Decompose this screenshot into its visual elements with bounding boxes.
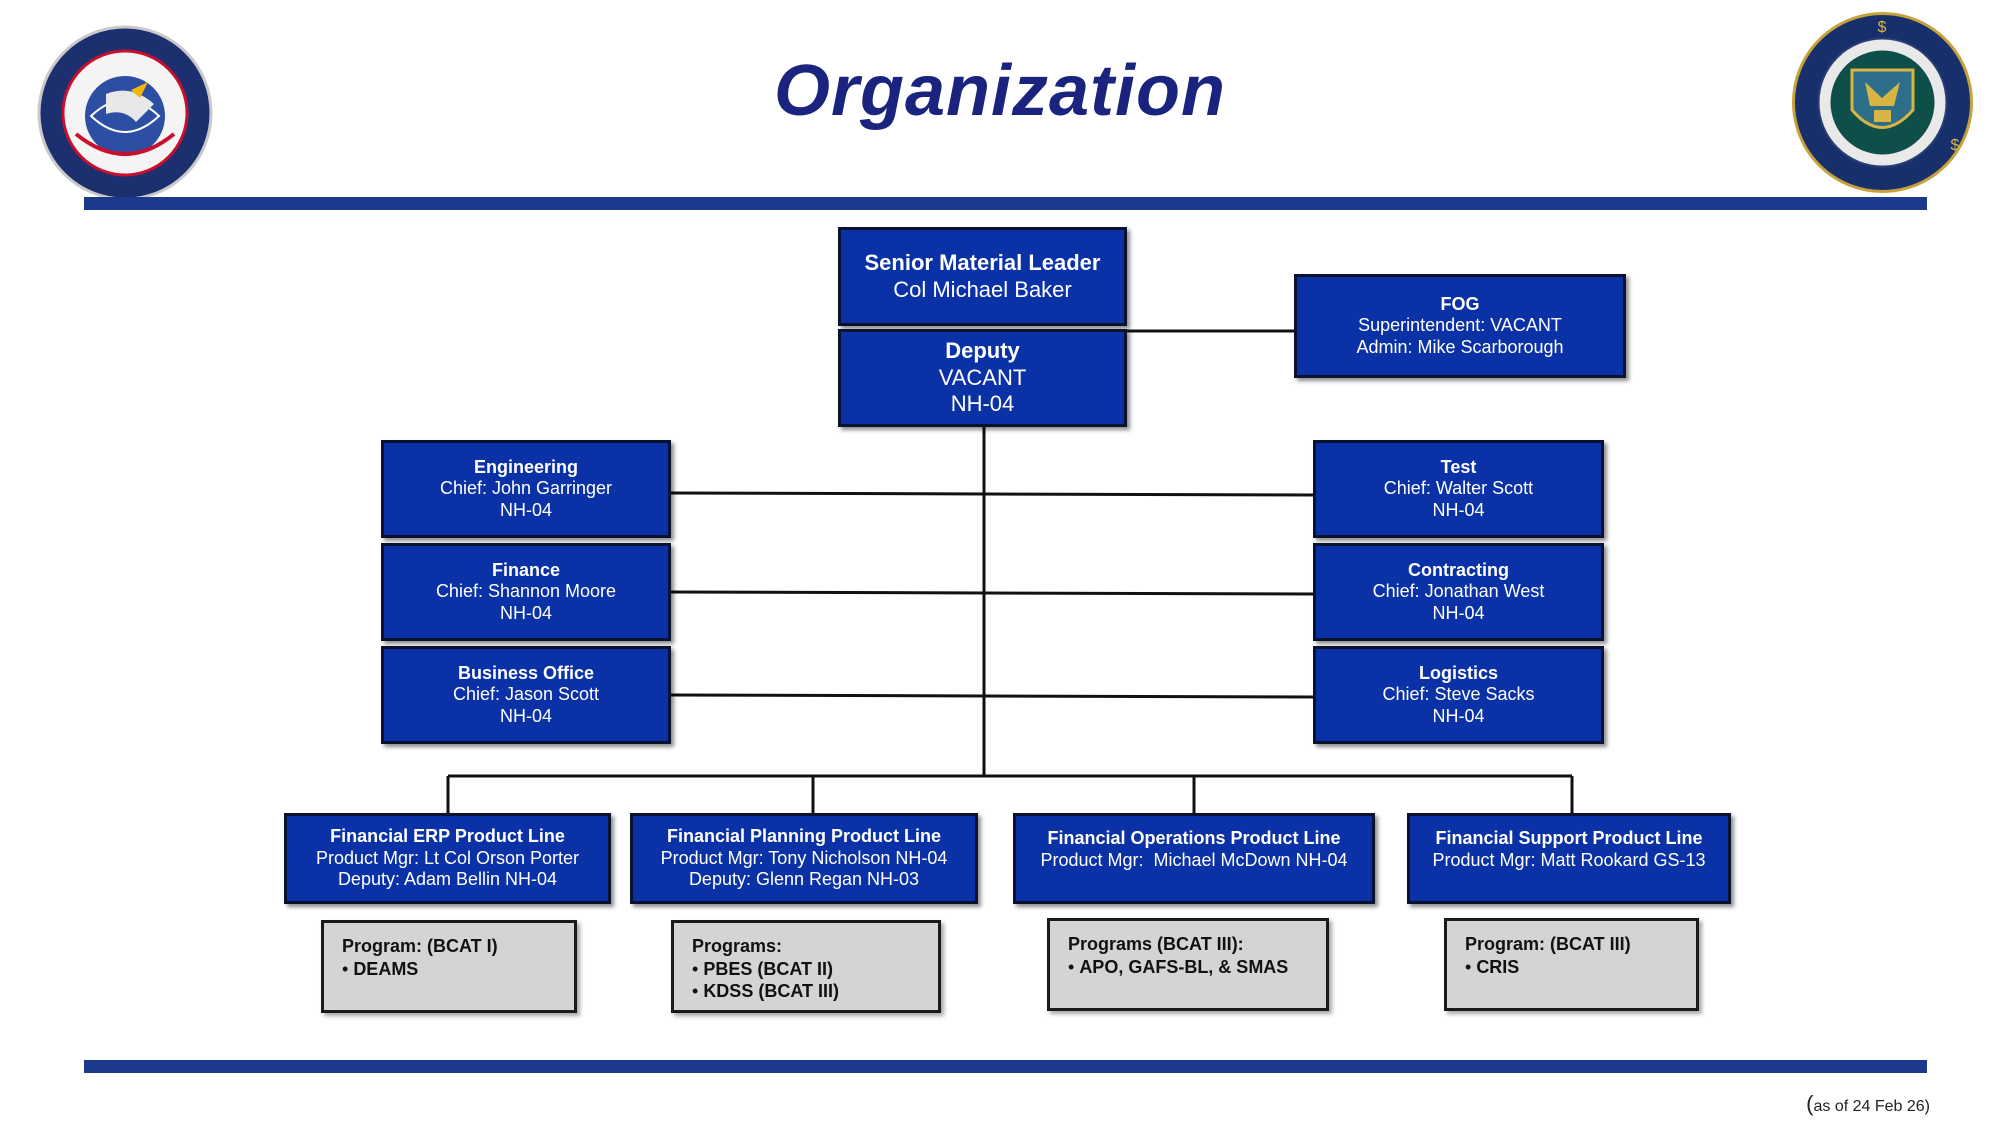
financial-planning-product-line-box: Financial Planning Product Line Product … [630, 813, 978, 904]
product-line-title: Financial Planning Product Line [666, 826, 942, 847]
page-title: Organization [773, 51, 1226, 131]
office-chief: Chief: Steve Sacks [1382, 684, 1535, 705]
logistics-box: Logistics Chief: Steve Sacks NH-04 [1313, 646, 1604, 744]
program-heading: Program: (BCAT III) [1465, 934, 1631, 954]
product-line-manager: Product Mgr: Michael McDown NH-04 [1040, 849, 1348, 870]
office-title: Logistics [1418, 662, 1498, 683]
footer-rule [84, 1060, 1927, 1073]
business-office-box: Business Office Chief: Jason Scott NH-04 [381, 646, 671, 744]
svg-text:$: $ [1878, 19, 1887, 36]
engineering-box: Engineering Chief: John Garringer NH-04 [381, 440, 671, 538]
office-title: Contracting [1408, 559, 1509, 580]
office-title: Engineering [473, 456, 578, 477]
afclmc-seal-icon [36, 24, 214, 202]
row2-connector [670, 590, 1317, 596]
planning-programs-box: Programs: PBES (BCAT II) KDSS (BCAT III) [671, 920, 941, 1013]
office-chief: Chief: Jason Scott [452, 684, 600, 705]
office-chief: Chief: John Garringer [439, 478, 613, 499]
program-item: DEAMS [342, 958, 556, 981]
office-chief: Chief: Shannon Moore [435, 581, 617, 602]
office-title: Finance [491, 559, 561, 580]
product-line-deputy: Deputy: Adam Bellin NH-04 [337, 869, 558, 890]
product-line-manager: Product Mgr: Tony Nicholson NH-04 [660, 847, 948, 868]
header-rule [84, 197, 1927, 210]
fog-admin: Admin: Mike Scarborough [1356, 336, 1564, 357]
as-of-date: (as of 24 Feb 26) [1806, 1091, 1930, 1117]
fog-box: FOG Superintendent: VACANT Admin: Mike S… [1294, 274, 1626, 378]
financial-systems-seal-icon: $ $ [1790, 10, 1975, 195]
senior-material-leader-box: Senior Material Leader Col Michael Baker [838, 227, 1127, 326]
deputy-box: Deputy VACANT NH-04 [838, 329, 1127, 427]
product-line-manager: Product Mgr: Matt Rookard GS-13 [1432, 849, 1706, 870]
financial-erp-product-line-box: Financial ERP Product Line Product Mgr: … [284, 813, 611, 904]
fog-title: FOG [1440, 293, 1480, 314]
financial-support-product-line-box: Financial Support Product Line Product M… [1407, 813, 1731, 904]
office-grade: NH-04 [1432, 602, 1485, 623]
office-title: Business Office [457, 662, 595, 683]
office-chief: Chief: Walter Scott [1383, 478, 1534, 499]
office-title: Test [1440, 456, 1477, 477]
office-chief: Chief: Jonathan West [1372, 581, 1545, 602]
erp-programs-box: Program: (BCAT I) DEAMS [321, 920, 577, 1013]
deputy-name: VACANT [938, 364, 1027, 390]
program-item: APO, GAFS-BL, & SMAS [1068, 956, 1308, 979]
program-item: CRIS [1465, 956, 1678, 979]
program-heading: Program: (BCAT I) [342, 936, 498, 956]
finance-box: Finance Chief: Shannon Moore NH-04 [381, 543, 671, 641]
footnote-text: as of 24 Feb 26) [1813, 1098, 1930, 1115]
program-heading: Programs (BCAT III): [1068, 934, 1244, 954]
product-line-deputy: Deputy: Glenn Regan NH-03 [688, 869, 920, 890]
svg-text:$: $ [1951, 137, 1960, 154]
row1-connector [670, 491, 1317, 497]
office-grade: NH-04 [499, 705, 552, 726]
product-line-title: Financial ERP Product Line [330, 826, 565, 847]
office-grade: NH-04 [499, 499, 552, 520]
senior-name: Col Michael Baker [893, 276, 1072, 302]
office-grade: NH-04 [1432, 705, 1485, 726]
operations-programs-box: Programs (BCAT III): APO, GAFS-BL, & SMA… [1047, 918, 1329, 1011]
row3-connector [670, 693, 1317, 699]
test-box: Test Chief: Walter Scott NH-04 [1313, 440, 1604, 538]
footnote-open-paren: ( [1806, 1091, 1814, 1116]
office-grade: NH-04 [1432, 499, 1485, 520]
program-item: PBES (BCAT II) [692, 958, 920, 981]
support-programs-box: Program: (BCAT III) CRIS [1444, 918, 1699, 1011]
product-line-title: Financial Operations Product Line [1047, 828, 1341, 848]
financial-operations-product-line-box: Financial Operations Product Line Produc… [1013, 813, 1375, 904]
program-heading: Programs: [692, 936, 783, 956]
contracting-box: Contracting Chief: Jonathan West NH-04 [1313, 543, 1604, 641]
deputy-grade: NH-04 [950, 391, 1015, 417]
product-line-manager: Product Mgr: Lt Col Orson Porter [315, 847, 580, 868]
product-line-title: Financial Support Product Line [1435, 828, 1703, 848]
senior-title: Senior Material Leader [864, 250, 1101, 276]
fog-superintendent: Superintendent: VACANT [1358, 315, 1562, 336]
office-grade: NH-04 [499, 602, 552, 623]
program-item: KDSS (BCAT III) [692, 980, 920, 1003]
deputy-title: Deputy [945, 338, 1020, 364]
